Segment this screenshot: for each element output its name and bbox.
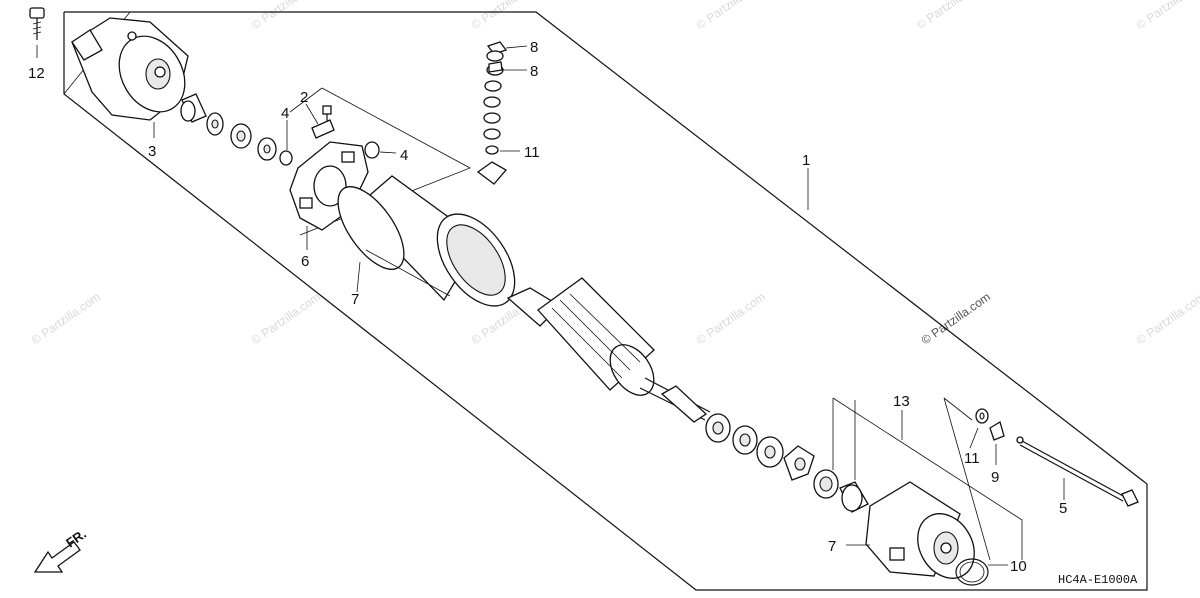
callout-8: 8 bbox=[530, 39, 538, 56]
callout-3: 3 bbox=[148, 143, 156, 160]
bushing-and-washers bbox=[180, 93, 293, 166]
callout-labels: 12 3 2 4 4 6 7 8 8 11 1 13 11 9 5 7 10 bbox=[28, 39, 1067, 575]
hardware-11-9-5 bbox=[975, 408, 1139, 507]
front-cover-bracket bbox=[832, 397, 1023, 561]
callout-4: 4 bbox=[400, 147, 408, 164]
callout-13: 13 bbox=[893, 393, 910, 410]
watermark-text: © Partzilla.com bbox=[249, 0, 323, 32]
watermark-text: © Partzilla.com bbox=[914, 0, 988, 32]
front-washers-and-bearing bbox=[705, 413, 869, 513]
callout-11: 11 bbox=[964, 450, 980, 467]
callout-10: 10 bbox=[1010, 558, 1027, 575]
front-cover-7 bbox=[865, 481, 975, 579]
terminal-hardware-stack bbox=[476, 41, 508, 185]
leader-lines bbox=[36, 45, 1065, 566]
callout-9: 9 bbox=[991, 469, 999, 486]
callout-6: 6 bbox=[301, 253, 309, 270]
watermark-text: © Partzilla.com bbox=[1134, 290, 1200, 348]
callout-5: 5 bbox=[1059, 500, 1067, 517]
yoke-housing-7 bbox=[337, 175, 516, 307]
watermark-text: © Partzilla.com bbox=[1134, 0, 1200, 32]
callout-2: 2 bbox=[300, 89, 308, 106]
front-direction-indicator: FR. bbox=[33, 526, 89, 573]
callout-1: 1 bbox=[802, 152, 810, 169]
callout-7: 7 bbox=[351, 291, 359, 308]
watermark-text: © Partzilla.com bbox=[919, 290, 993, 348]
watermarks: © Partzilla.com © Partzilla.com © Partzi… bbox=[29, 0, 1200, 347]
callout-7: 7 bbox=[828, 538, 836, 555]
armature bbox=[506, 277, 711, 423]
callout-4: 4 bbox=[281, 105, 289, 122]
watermark-text: © Partzilla.com bbox=[29, 290, 103, 348]
bolt-12 bbox=[29, 7, 45, 40]
terminal-screw-2 bbox=[311, 105, 335, 139]
rear-housing-3 bbox=[71, 17, 189, 121]
o-ring-10 bbox=[955, 558, 989, 586]
diagram-code: HC4A-E1000A bbox=[1058, 573, 1138, 587]
watermark-text: © Partzilla.com bbox=[469, 0, 543, 32]
watermark-text: © Partzilla.com bbox=[694, 290, 768, 348]
watermark-text: © Partzilla.com bbox=[694, 0, 768, 32]
watermark-text: © Partzilla.com bbox=[249, 290, 323, 348]
callout-11: 11 bbox=[524, 144, 540, 161]
callout-12: 12 bbox=[28, 65, 45, 82]
callout-8: 8 bbox=[530, 63, 538, 80]
